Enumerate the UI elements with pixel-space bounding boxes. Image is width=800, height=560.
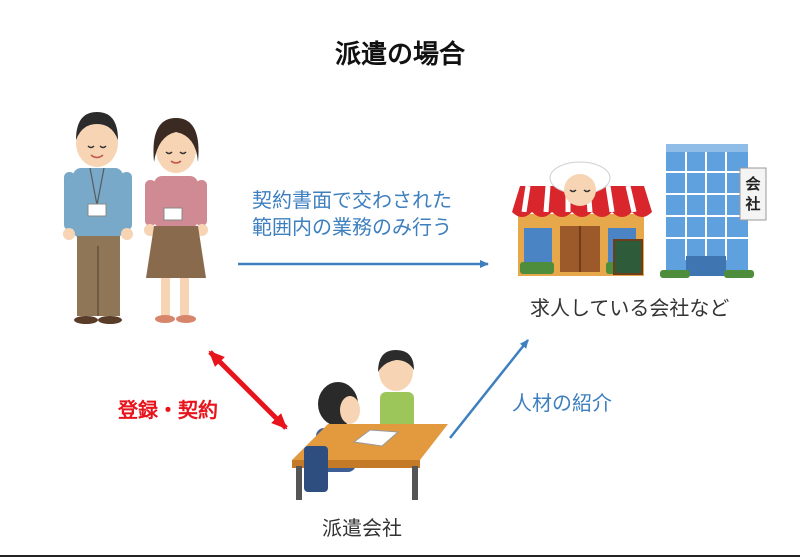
page-title: 派遣の場合 [334,40,465,70]
dispatch-company-label: 派遣会社 [322,516,402,540]
building-sign-char: 社 [745,195,761,213]
register-contract-label: 登録・契約 [118,398,218,422]
dispatch-company-illustration [292,350,448,500]
male-worker-icon [63,112,133,324]
bottom-divider [0,555,800,557]
work-scope-label: 契約書面で交わされた 範囲内の業務のみ行う [252,187,452,241]
hiring-companies-illustration [512,144,767,278]
shop-icon [512,161,652,276]
female-worker-icon [144,118,208,323]
office-building-icon [660,144,767,278]
dispatched-workers-illustration [63,112,208,324]
staff-person-icon [378,350,414,432]
work-scope-line-1: 契約書面で交わされた [252,188,452,212]
building-sign: 会 社 [742,174,764,214]
work-scope-line-2: 範囲内の業務のみ行う [252,215,452,239]
building-sign-char: 会 [745,175,761,193]
introduction-arrow [449,339,529,439]
hiring-company-label: 求人している会社など [530,296,730,320]
desk-icon [292,424,448,500]
introduce-talent-label: 人材の紹介 [512,391,612,415]
registration-contract-arrow [208,350,288,430]
